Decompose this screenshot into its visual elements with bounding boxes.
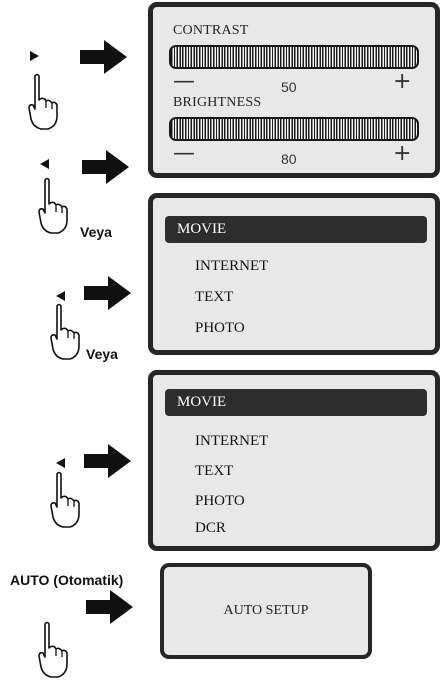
menu-item-photo[interactable]: PHOTO <box>195 493 245 509</box>
menu-item-internet[interactable]: INTERNET <box>195 258 269 274</box>
pointing-hand-icon <box>48 302 88 367</box>
menu-panel-2: MOVIE INTERNET TEXT PHOTO DCR <box>148 370 440 551</box>
menu-item-photo[interactable]: PHOTO <box>195 320 245 336</box>
pointing-hand-icon <box>36 176 76 241</box>
menu-item-text[interactable]: TEXT <box>195 289 234 305</box>
menu-item-movie[interactable]: MOVIE <box>165 389 427 416</box>
contrast-plus[interactable]: + <box>393 69 412 94</box>
menu-item-dcr[interactable]: DCR <box>195 520 226 536</box>
auto-setup-text: AUTO SETUP <box>223 603 309 618</box>
contrast-value: 50 <box>281 79 297 95</box>
menu-item-text[interactable]: TEXT <box>195 463 234 479</box>
veya-label: Veya <box>80 224 112 240</box>
brightness-value: 80 <box>281 151 297 167</box>
veya-label: Veya <box>86 346 118 362</box>
left-triangle-icon <box>40 156 50 174</box>
contrast-label: CONTRAST <box>173 23 249 38</box>
pointing-hand-icon <box>48 470 88 535</box>
auto-button-label: AUTO (Otomatik) <box>10 572 124 588</box>
menu-item-internet[interactable]: INTERNET <box>195 433 269 449</box>
left-triangle-icon <box>56 288 66 306</box>
brightness-label: BRIGHTNESS <box>173 95 262 110</box>
pointing-hand-icon <box>36 620 76 685</box>
contrast-minus[interactable]: — <box>173 69 195 94</box>
auto-setup-panel: AUTO SETUP <box>160 563 372 659</box>
right-arrow-icon <box>84 444 132 483</box>
pointing-hand-icon <box>26 72 66 137</box>
left-triangle-icon <box>56 455 66 473</box>
right-triangle-icon <box>30 48 40 66</box>
menu-panel-1: MOVIE INTERNET TEXT PHOTO <box>148 193 440 355</box>
right-arrow-icon <box>80 40 128 79</box>
right-arrow-icon <box>82 150 130 189</box>
brightness-minus[interactable]: — <box>173 141 195 166</box>
menu-item-movie[interactable]: MOVIE <box>165 216 427 243</box>
right-arrow-icon <box>84 276 132 315</box>
right-arrow-icon <box>86 590 134 629</box>
contrast-slider[interactable] <box>169 45 419 69</box>
brightness-plus[interactable]: + <box>393 141 412 166</box>
brightness-slider[interactable] <box>169 117 419 141</box>
slider-panel: CONTRAST — 50 + BRIGHTNESS — 80 + <box>148 2 440 178</box>
